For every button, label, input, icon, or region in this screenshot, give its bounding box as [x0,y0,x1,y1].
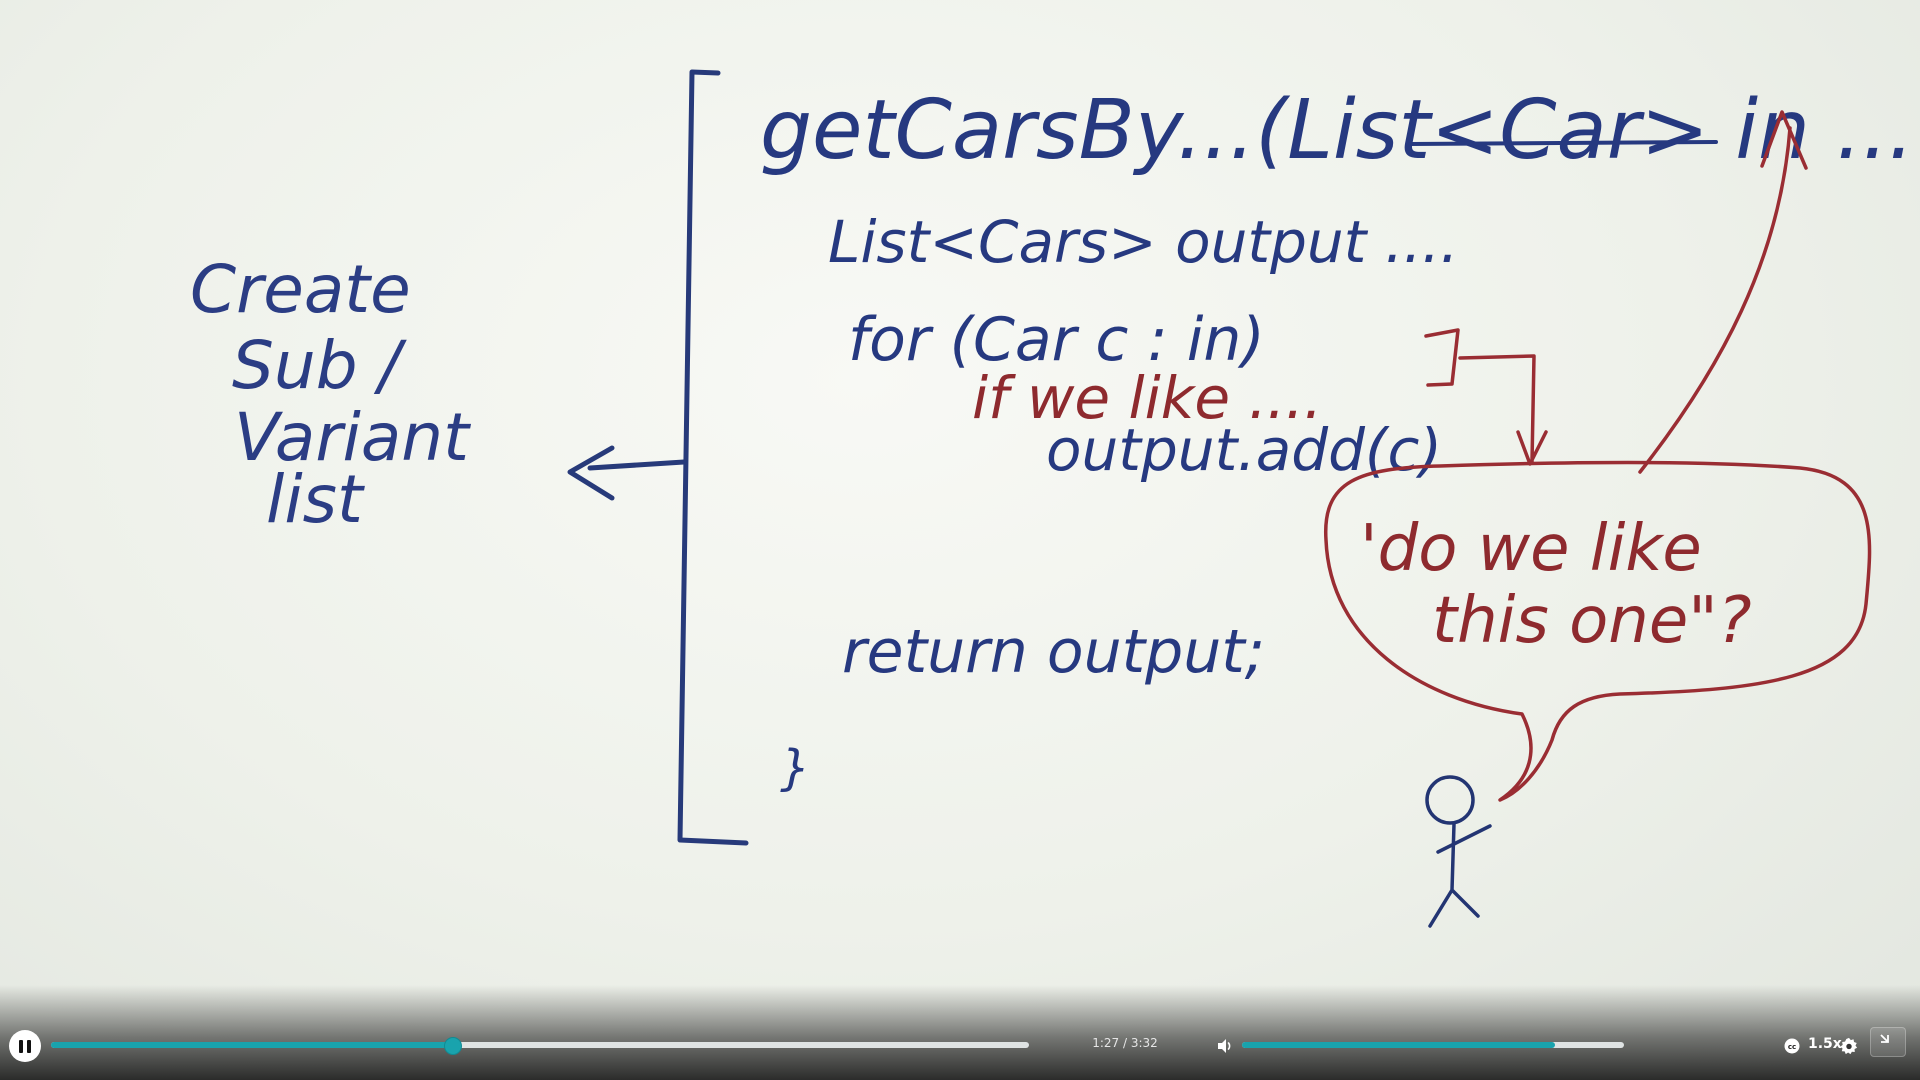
code-line-6: return output; [842,617,1265,687]
code-line-3: for (Car c : in) [848,305,1265,375]
bubble-text: 'do we like this one"? [1360,512,1752,658]
down-arrow [1458,354,1548,466]
seek-bar[interactable] [51,1037,1029,1055]
captions-icon[interactable]: cc [1782,1037,1802,1055]
pause-button[interactable] [9,1030,41,1062]
param-underline [1408,140,1718,146]
left-arrow [567,445,687,501]
bubble-line-2: this one"? [1432,584,1752,658]
pause-icon-bar [27,1039,31,1053]
player-controls [0,985,1920,1080]
speech-bubble [1324,460,1872,802]
bubble-line-1: 'do we like [1360,512,1702,586]
playback-speed-button[interactable]: 1.5x [1808,1036,1842,1052]
seek-progress [51,1042,452,1048]
pause-icon [19,1039,23,1053]
time-display: 1:27 / 3:32 [1092,1036,1158,1050]
code-line-1: getCarsBy...(List<Car> in ... [760,83,1914,178]
left-note-line-3: Variant [234,399,471,476]
seek-handle[interactable] [443,1037,462,1055]
stick-figure [1425,775,1492,928]
code-line-5: output.add(c) [1046,416,1442,484]
code-line-4: if we like .... [972,364,1322,432]
code-text: getCarsBy...(List<Car> in ... List<Cars>… [760,83,1914,796]
left-note-line-2: Sub / [232,327,408,404]
code-line-2: List<Cars> output .... [828,208,1459,276]
left-note-line-4: list [266,461,365,538]
left-note: Create Sub / Variant list [190,251,471,538]
gear-icon[interactable] [1839,1036,1859,1056]
up-arrow [1638,110,1808,474]
if-bracket [1424,328,1460,387]
exit-fullscreen-button[interactable] [1870,1027,1906,1057]
exit-fullscreen-icon [1880,1034,1889,1043]
code-bracket [677,69,749,846]
volume-level [1242,1042,1556,1048]
left-note-line-1: Create [190,251,411,328]
red-arrows [1424,110,1808,474]
svg-text:cc: cc [1788,1043,1796,1051]
volume-icon[interactable] [1214,1035,1236,1057]
code-line-7: } [780,740,811,796]
volume-slider[interactable] [1242,1042,1624,1048]
